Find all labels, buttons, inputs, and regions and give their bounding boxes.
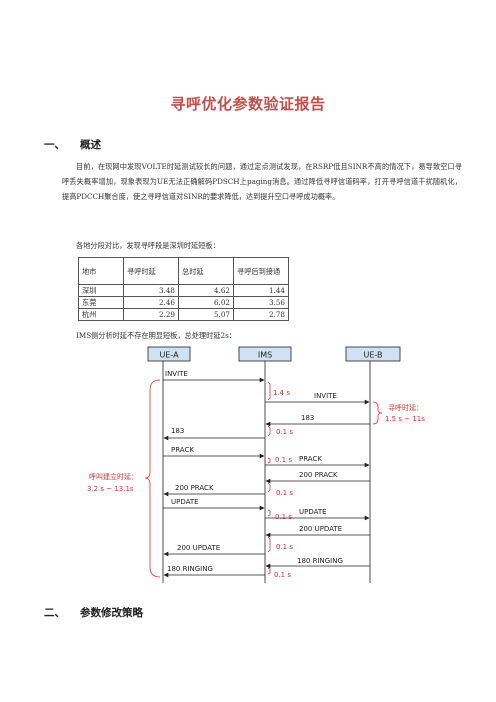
msg-label: 180 RINGING: [297, 557, 343, 565]
entity-label-ims: IMS: [258, 351, 272, 360]
table-header-cell: 寻呼时延: [123, 257, 179, 285]
paging-delay-bracket: [372, 401, 383, 425]
msg-label: PRACK: [171, 446, 194, 454]
table-row: 东莞 2.46 6.02 3.56: [78, 296, 289, 309]
delay-label: 0.1 s: [274, 571, 291, 579]
table-header-cell: 寻呼后到接通: [233, 257, 289, 285]
paging-delay-value: 1.5 s ~ 11s: [385, 415, 425, 423]
section-number: 一、: [44, 139, 65, 151]
delay-bracket: [267, 509, 271, 517]
entity-box-ue-a: [147, 346, 191, 362]
msg-label: 200 UPDATE: [177, 544, 220, 552]
section-title: 参数修改策略: [80, 607, 143, 619]
call-setup-value: 3.2 s ~ 13.1s: [87, 485, 134, 493]
intro-paragraph: 目前，在现网中发现VOLTE时延测试较长的问题，通过定点测试发现，在RSRP低且…: [62, 162, 462, 202]
paging-delay-label: 寻呼时延：: [388, 403, 423, 412]
msg-label: INVITE: [314, 392, 337, 400]
entity-label-ue-a: UE-A: [159, 351, 179, 360]
table-header-row: 地市 寻呼时延 总时延 寻呼后到接通: [78, 257, 289, 285]
delay-bracket: [267, 567, 271, 575]
delay-bracket: [267, 457, 271, 464]
table-header-cell: 地市: [78, 257, 124, 285]
msg-label: UPDATE: [171, 498, 199, 506]
section-heading-strategy: 二、 参数修改策略: [44, 605, 143, 620]
delay-label: 0.1 s: [275, 513, 292, 521]
delay-label: 0.1 s: [276, 489, 293, 497]
table-row: 杭州 2.29 5.07 2.78: [78, 308, 289, 321]
call-setup-label: 呼叫建立时延：: [89, 472, 138, 481]
ims-note: IMS侧分析时延不存在明显短板，总处理时延2s：: [76, 331, 236, 340]
entity-box-ue-b: [345, 346, 401, 362]
latency-table: 地市 寻呼时延 总时延 寻呼后到接通 深圳 3.48 4.62 1.44 东莞 …: [78, 257, 289, 321]
msg-label: 183: [301, 414, 314, 422]
delay-label: 0.1 s: [275, 456, 292, 464]
msg-label: 200 PRACK: [175, 484, 214, 492]
delay-bracket: [267, 482, 271, 493]
table-cell: 5.07: [178, 308, 234, 321]
entity-label-ue-b: UE-B: [364, 351, 383, 360]
msg-label: UPDATE: [299, 508, 327, 516]
delay-bracket: [267, 425, 271, 437]
report-title: 寻呼优化参数验证报告: [170, 95, 326, 113]
msg-label: 183: [171, 427, 184, 435]
delay-label: 0.1 s: [276, 543, 293, 551]
section-title: 概述: [80, 139, 101, 151]
msg-label: INVITE: [165, 370, 188, 378]
delay-bracket: [267, 381, 271, 401]
call-setup-bracket: [144, 379, 161, 578]
msg-label: 200 PRACK: [299, 471, 338, 479]
msg-label: PRACK: [299, 455, 322, 463]
table-intro: 各地分段对比，发现寻呼段是深圳时延短板：: [76, 241, 220, 250]
delay-bracket: [267, 536, 271, 553]
section-heading-overview: 一、 概述: [44, 137, 101, 152]
delay-brackets: [267, 381, 271, 575]
msg-label: 180 RINGING: [167, 565, 213, 573]
table-cell: 2.78: [233, 308, 289, 321]
table-row: 深圳 3.48 4.62 1.44: [78, 284, 289, 297]
delay-label: 0.1 s: [276, 428, 293, 436]
msg-label: 200 UPDATE: [299, 525, 342, 533]
section-number: 二、: [44, 607, 65, 619]
delay-label: 1.4 s: [273, 389, 290, 397]
